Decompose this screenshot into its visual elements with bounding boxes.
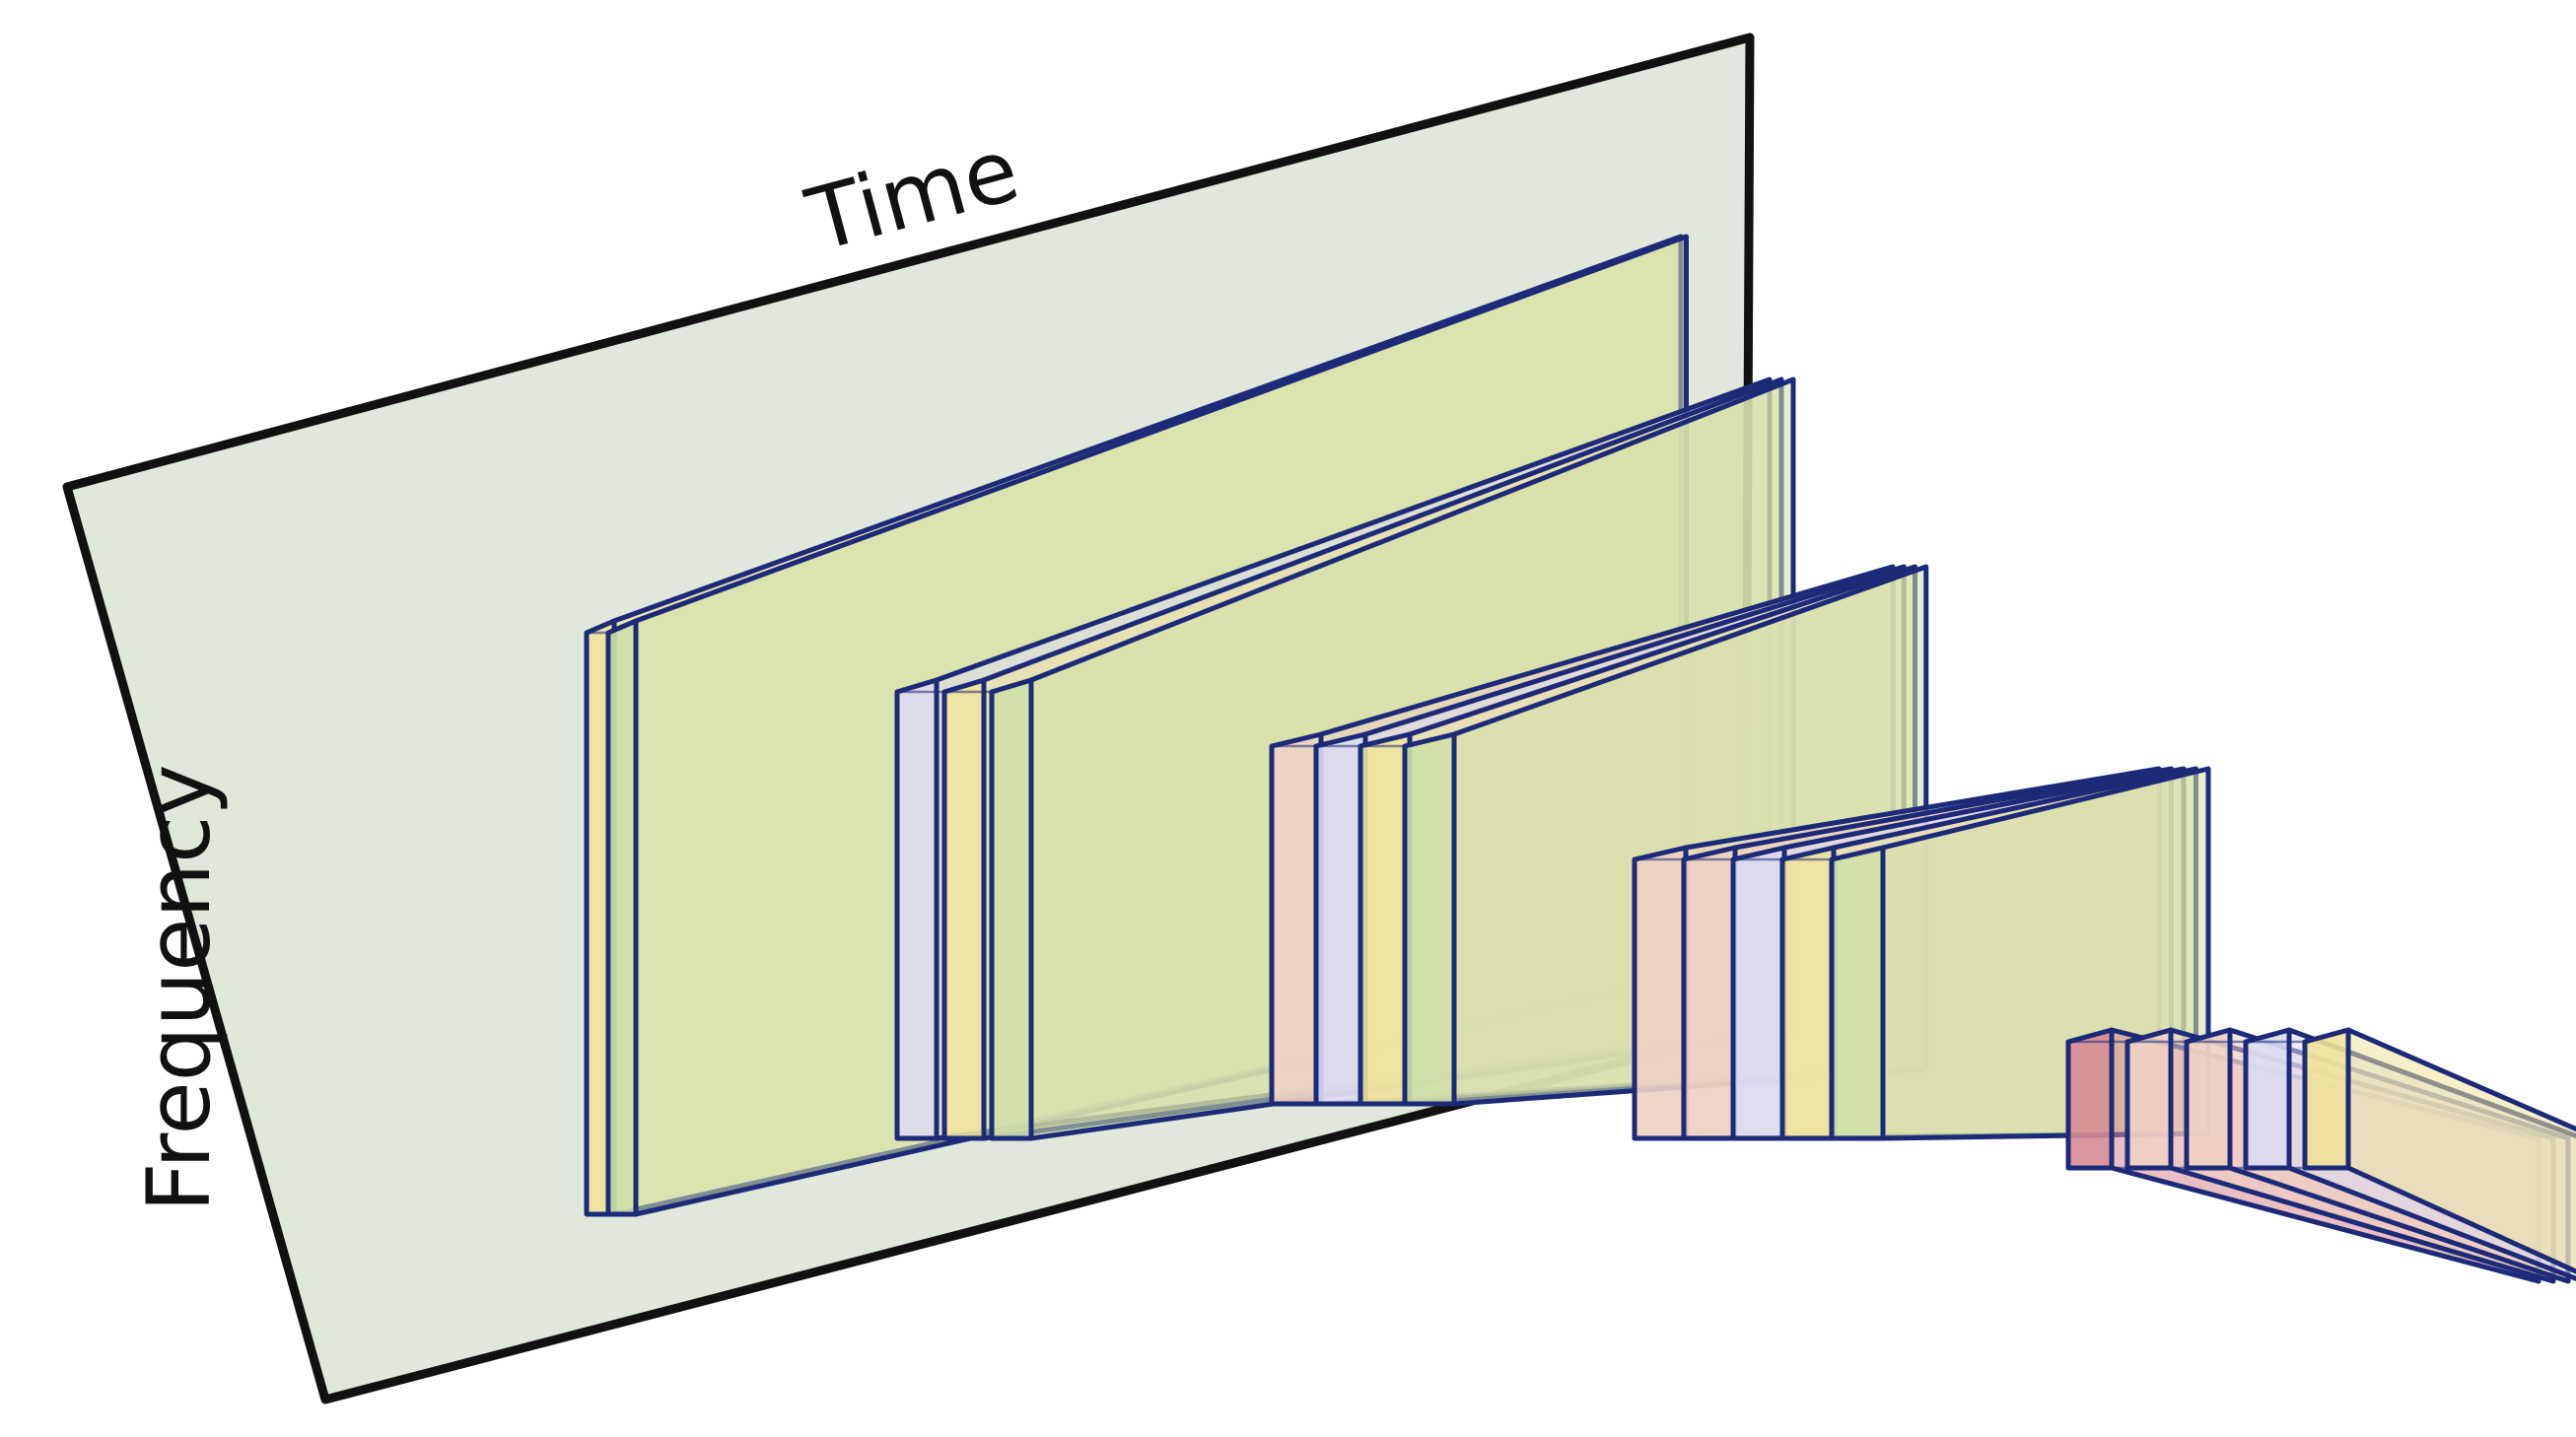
block-5-slab-3-edge <box>2184 1027 2233 1171</box>
block-2-slab-3-edge <box>989 677 1034 1141</box>
block-5-slab-1-edge <box>2065 1027 2115 1171</box>
block-4-slab-4-edge <box>1779 845 1837 1141</box>
frequency-axis-label: Frequency <box>128 764 230 1212</box>
block-4-slab-3-edge <box>1730 845 1787 1141</box>
feature-map-blocks <box>584 234 2576 1284</box>
block-4-slab-5-edge <box>1829 845 1886 1141</box>
block-4-slab-1-edge <box>1632 845 1689 1141</box>
block-2-slab-1-edge <box>894 677 940 1141</box>
block-2-slab-2-edge <box>941 677 987 1141</box>
block-5-slab-5-edge <box>2302 1027 2351 1171</box>
block-4-slab-2-edge <box>1681 845 1738 1141</box>
block-5-slab-4-edge <box>2243 1027 2292 1171</box>
block-3-slab-4-edge <box>1402 731 1457 1107</box>
block-5 <box>2065 1027 2576 1284</box>
block-1-slab-2-edge <box>605 618 639 1217</box>
block-5-slab-2-edge <box>2124 1027 2174 1171</box>
